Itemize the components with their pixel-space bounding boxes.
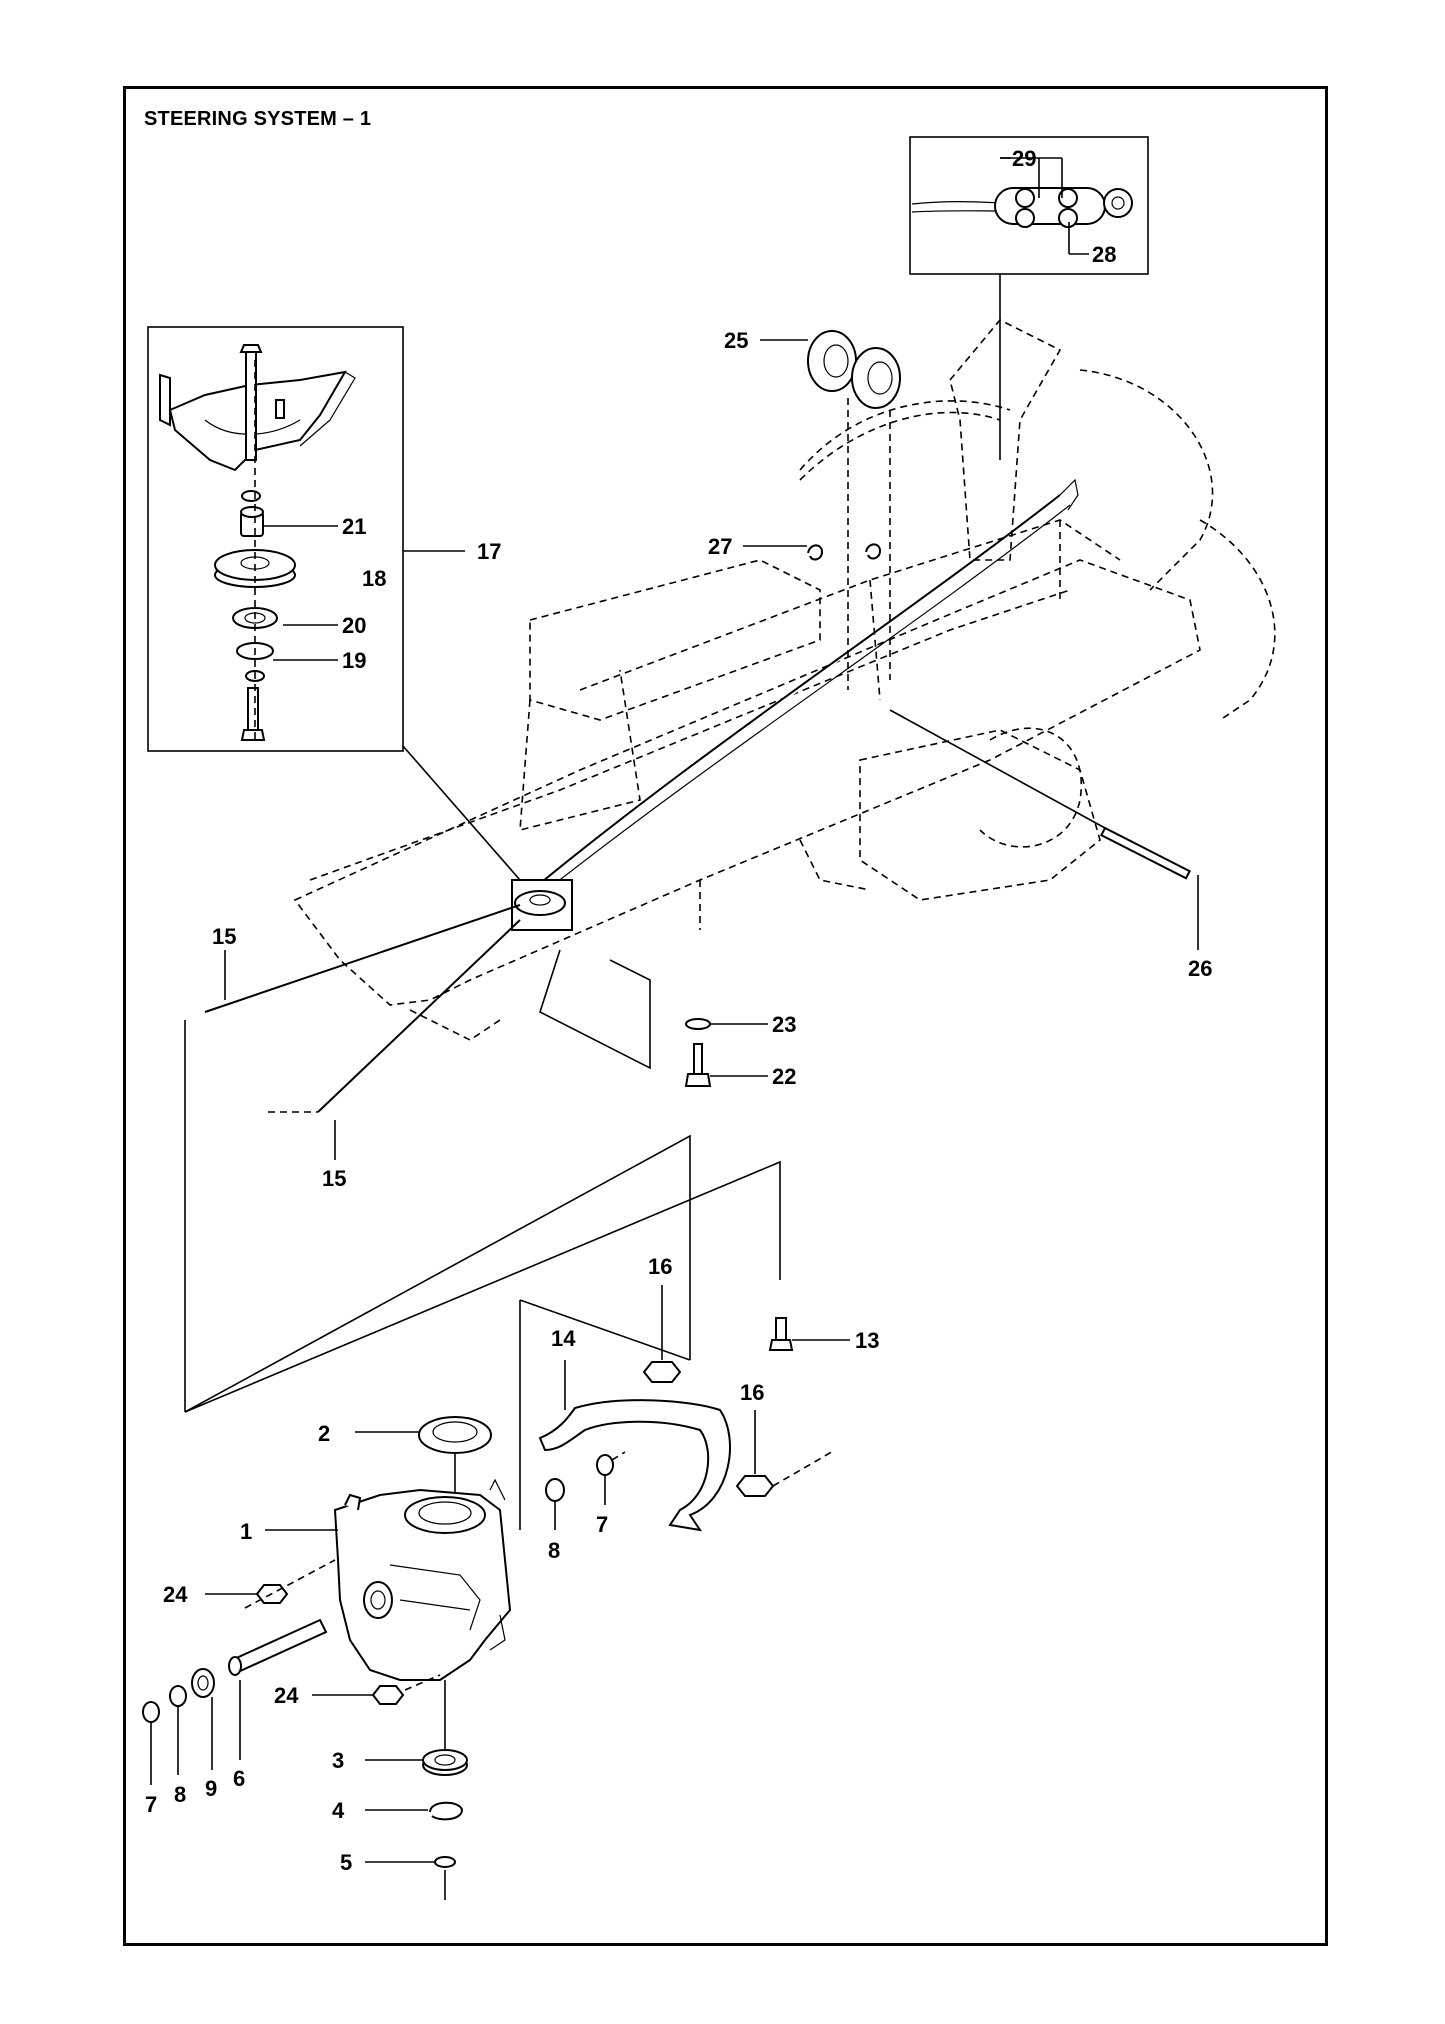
callout-9: 9: [205, 1776, 217, 1801]
callout-24-upper: 24: [163, 1582, 188, 1607]
callout-4: 4: [332, 1798, 345, 1823]
callout-16-lower: 16: [740, 1380, 764, 1405]
callout-24-lower: 24: [274, 1683, 299, 1708]
nut-16b: [735, 1475, 775, 1497]
screw-13: [768, 1317, 850, 1351]
callout-7-right: 7: [596, 1512, 608, 1537]
callout-17: 17: [477, 539, 501, 564]
callout-7-left: 7: [145, 1792, 157, 1817]
diagram-title: STEERING SYSTEM – 1: [144, 108, 372, 130]
callout-21: 21: [342, 514, 366, 539]
pin-26: [1100, 826, 1191, 880]
callout-5: 5: [340, 1850, 352, 1875]
callout-labels: 29 28 25 27 26 21 18 17 20 19 15 15 23 2…: [145, 146, 1212, 1875]
inset-pulley-assembly: [147, 326, 465, 752]
callout-2: 2: [318, 1421, 330, 1446]
callout-23: 23: [772, 1012, 796, 1037]
inset-chain-link: [909, 136, 1149, 275]
diagram-frame: [123, 86, 1328, 1946]
bolt-washer: [539, 949, 768, 1087]
nut-16a: [642, 1361, 682, 1383]
tractor-frame-outline: [293, 319, 1276, 1041]
callout-19: 19: [342, 648, 366, 673]
steering-housing-1: [333, 1478, 512, 1681]
frame-pulley: [511, 879, 573, 931]
callout-15-lower: 15: [322, 1166, 346, 1191]
tie-rods: [184, 904, 521, 1412]
callout-18: 18: [362, 566, 386, 591]
callout-16-upper: 16: [648, 1254, 672, 1279]
callout-1: 1: [240, 1519, 252, 1544]
callout-8-right: 8: [548, 1538, 560, 1563]
callout-14: 14: [551, 1326, 576, 1351]
callout-20: 20: [342, 613, 366, 638]
callout-28: 28: [1092, 242, 1116, 267]
callout-6: 6: [233, 1766, 245, 1791]
steering-band-14: [538, 1360, 731, 1532]
guide-pulleys: [760, 330, 901, 409]
steering-chain: [527, 504, 1071, 906]
callout-15-upper: 15: [212, 924, 236, 949]
shaft-6: [228, 1618, 328, 1760]
clip-27b: [865, 543, 882, 560]
callout-22: 22: [772, 1064, 796, 1089]
callout-29: 29: [1012, 146, 1036, 171]
nut-24b: [371, 1685, 405, 1705]
callout-13: 13: [855, 1328, 879, 1353]
callout-8-left: 8: [174, 1782, 186, 1807]
callout-26: 26: [1188, 956, 1212, 981]
clip-27a: [807, 544, 824, 561]
callout-27: 27: [708, 534, 732, 559]
callout-25: 25: [724, 328, 748, 353]
callout-3: 3: [332, 1748, 344, 1773]
